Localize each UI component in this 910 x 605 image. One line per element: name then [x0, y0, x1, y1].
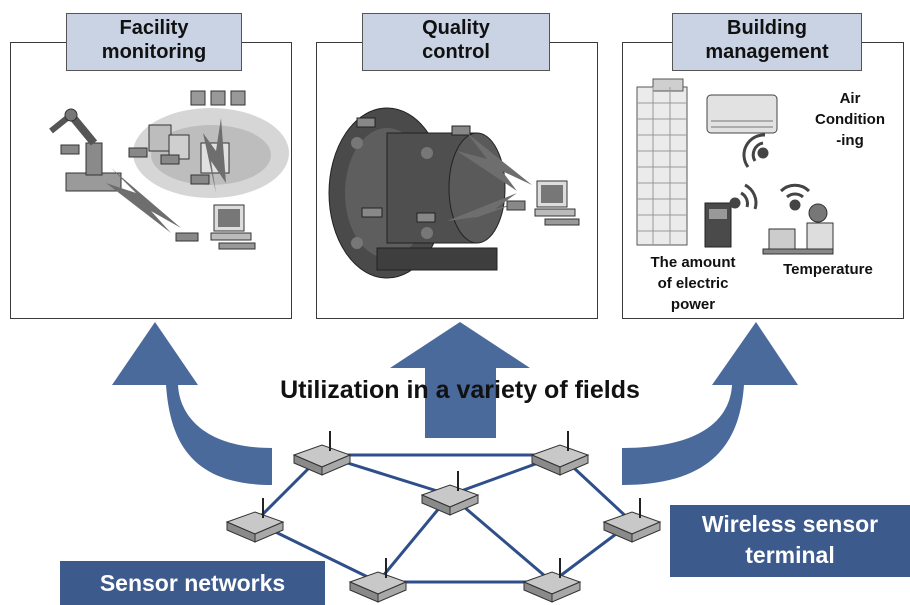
air-conditioning-label: Air Condition -ing [815, 90, 885, 149]
sensor-node [602, 498, 662, 543]
building-management-panel [622, 42, 904, 319]
sensor-tag-icon [60, 144, 210, 242]
quality-illustration [328, 107, 580, 279]
right-curved-arrow [622, 322, 798, 485]
wireless-signal-icon [106, 118, 226, 233]
robot-arm-icon [49, 108, 122, 192]
sensor-node [522, 558, 582, 603]
quality-control-title: Quality control [362, 13, 550, 71]
facility-illustration [49, 90, 289, 250]
computer-icon [210, 204, 256, 250]
wireless-sensor-terminal-label: Wireless sensor terminal [670, 505, 910, 577]
electric-power-label: The amount of electric power [650, 254, 736, 313]
pump-machine-icon [328, 107, 506, 279]
sensor-networks-label: Sensor networks [60, 561, 325, 605]
left-curved-arrow [112, 322, 272, 485]
wireless-signal-icon [447, 133, 532, 228]
utilization-caption: Utilization in a variety of fields [280, 376, 640, 404]
computer-icon [506, 180, 580, 226]
center-up-arrow [390, 322, 530, 438]
air-conditioner-icon [706, 94, 778, 134]
building-management-title: Building management [672, 13, 862, 71]
building-icon [636, 78, 688, 246]
sensor-node [225, 498, 285, 543]
person-at-computer-icon [762, 203, 834, 255]
sensor-node [292, 431, 352, 476]
building-illustration [636, 78, 834, 255]
sensor-node [348, 558, 408, 603]
sensor-node [530, 431, 590, 476]
meter-icon [704, 202, 732, 248]
sensor-node [420, 471, 480, 516]
quality-control-panel [316, 42, 598, 319]
facility-monitoring-panel [10, 42, 292, 319]
wireless-signal-icon [729, 133, 811, 211]
temperature-label: Temperature [783, 261, 873, 278]
facility-monitoring-title: Facility monitoring [66, 13, 242, 71]
